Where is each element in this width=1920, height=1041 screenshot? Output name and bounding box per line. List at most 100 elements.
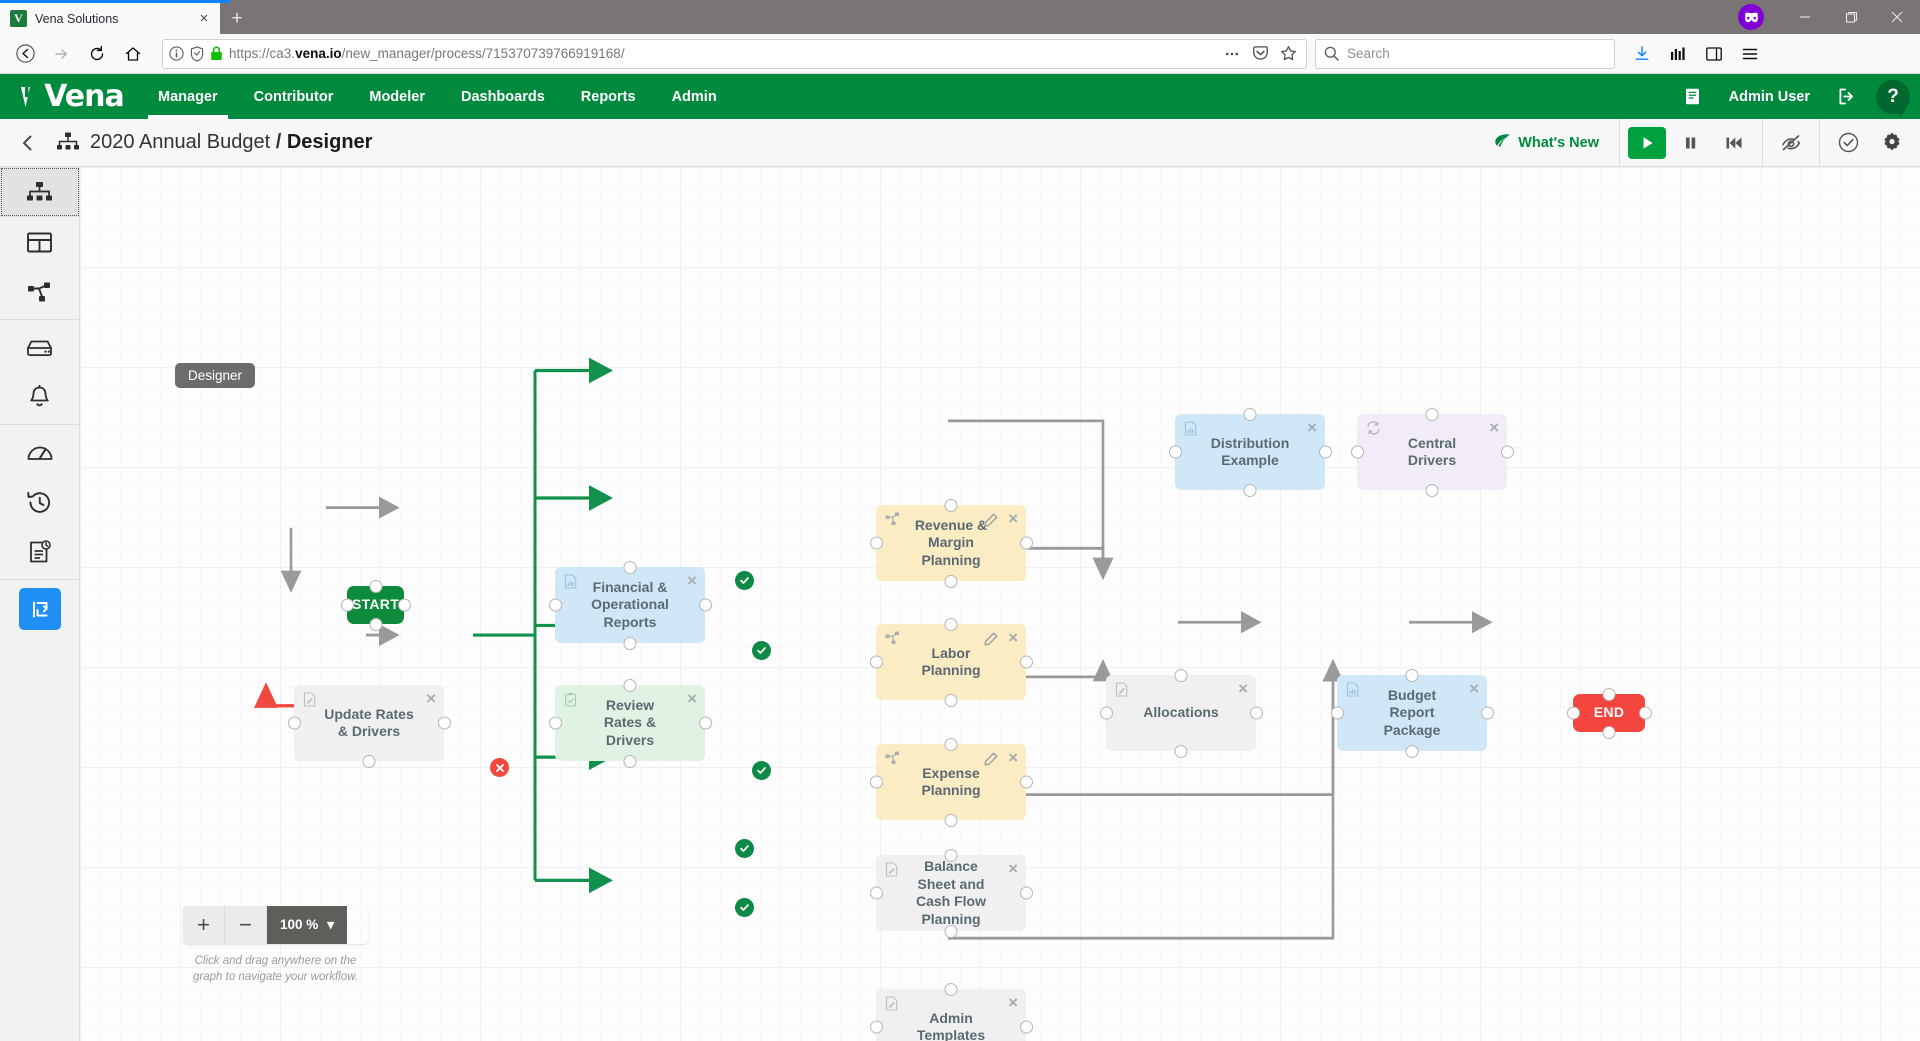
- port-left[interactable]: [869, 775, 883, 789]
- port-left[interactable]: [1099, 706, 1113, 720]
- nav-modeler[interactable]: Modeler: [369, 88, 425, 105]
- node-close-icon[interactable]: ×: [1008, 628, 1018, 647]
- node-close-icon[interactable]: ×: [1469, 679, 1479, 698]
- port-left[interactable]: [340, 598, 354, 612]
- edge-badge-check-labor[interactable]: [752, 641, 771, 660]
- port-bottom[interactable]: [944, 693, 958, 707]
- new-tab-button[interactable]: +: [231, 7, 243, 29]
- reload-icon[interactable]: [80, 38, 114, 70]
- node-edit-icon[interactable]: [984, 752, 998, 771]
- node-close-icon[interactable]: ×: [687, 571, 697, 590]
- back-navigation-button[interactable]: [0, 119, 56, 167]
- eye-off-icon[interactable]: [1771, 123, 1811, 163]
- port-right[interactable]: [1249, 706, 1263, 720]
- port-left[interactable]: [869, 655, 883, 669]
- port-right[interactable]: [1638, 706, 1652, 720]
- port-right[interactable]: [1019, 1020, 1033, 1034]
- port-right[interactable]: [698, 716, 712, 730]
- edge-badge-check-balance[interactable]: [735, 839, 754, 858]
- sidebar-item-audit[interactable]: [0, 527, 80, 577]
- port-bottom[interactable]: [1425, 483, 1439, 497]
- help-button[interactable]: ?: [1876, 79, 1910, 114]
- search-bar[interactable]: Search: [1315, 38, 1615, 69]
- breadcrumb-parent[interactable]: 2020 Annual Budget: [90, 131, 271, 153]
- node-allocations[interactable]: × Allocations: [1099, 668, 1263, 758]
- window-minimize-button[interactable]: [1782, 0, 1828, 34]
- sidebar-item-connections[interactable]: [0, 267, 80, 317]
- port-top[interactable]: [1174, 668, 1188, 682]
- nav-reports[interactable]: Reports: [580, 88, 636, 105]
- whats-new-button[interactable]: What's New: [1474, 119, 1619, 167]
- node-edit-icon[interactable]: [984, 632, 998, 651]
- nav-manager[interactable]: Manager: [140, 74, 236, 119]
- port-bottom[interactable]: [362, 754, 376, 768]
- edge-badge-reject[interactable]: [490, 758, 509, 777]
- node-close-icon[interactable]: ×: [426, 689, 436, 708]
- search-input[interactable]: Search: [1347, 46, 1390, 61]
- node-expense-planning[interactable]: × Expense Planning: [869, 737, 1033, 827]
- sidebar-icon[interactable]: [1697, 38, 1731, 70]
- port-left[interactable]: [1350, 445, 1364, 459]
- port-bottom[interactable]: [944, 574, 958, 588]
- port-top[interactable]: [944, 848, 958, 862]
- node-admin-templates[interactable]: × Admin Templates: [869, 982, 1033, 1041]
- port-left[interactable]: [1168, 445, 1182, 459]
- port-bottom[interactable]: [944, 813, 958, 827]
- sidebar-item-storage[interactable]: [0, 322, 80, 372]
- port-right[interactable]: [1019, 536, 1033, 550]
- port-right[interactable]: [1019, 655, 1033, 669]
- port-top[interactable]: [623, 560, 637, 574]
- node-central-drivers[interactable]: × Central Drivers: [1350, 407, 1514, 497]
- node-start[interactable]: START: [340, 579, 411, 631]
- gear-icon[interactable]: [1872, 123, 1912, 163]
- node-end[interactable]: END: [1566, 687, 1652, 739]
- port-bottom[interactable]: [1405, 744, 1419, 758]
- node-labor-planning[interactable]: × Labor Planning: [869, 617, 1033, 707]
- port-top[interactable]: [1602, 687, 1616, 701]
- home-icon[interactable]: [116, 38, 150, 70]
- node-revenue-margin-planning[interactable]: × Revenue & Margin Planning: [869, 498, 1033, 588]
- nav-dashboards[interactable]: Dashboards: [460, 88, 545, 105]
- port-top[interactable]: [623, 678, 637, 692]
- rewind-button[interactable]: [1714, 123, 1754, 163]
- downloads-icon[interactable]: [1625, 38, 1659, 70]
- node-close-icon[interactable]: ×: [1008, 509, 1018, 528]
- node-review-rates-drivers[interactable]: × Review Rates & Drivers: [548, 678, 712, 768]
- port-bottom[interactable]: [623, 754, 637, 768]
- logout-icon[interactable]: [1824, 74, 1868, 119]
- port-right[interactable]: [437, 716, 451, 730]
- sidebar-item-performance[interactable]: [0, 427, 80, 477]
- port-top[interactable]: [944, 498, 958, 512]
- port-bottom[interactable]: [1243, 483, 1257, 497]
- edge-badge-check-revenue[interactable]: [735, 571, 754, 590]
- node-financial-operational-reports[interactable]: × Financial & Operational Reports: [548, 560, 712, 650]
- sidebar-item-import[interactable]: [18, 588, 61, 630]
- port-right[interactable]: [397, 598, 411, 612]
- port-top[interactable]: [1405, 668, 1419, 682]
- port-top[interactable]: [944, 617, 958, 631]
- sidebar-item-alerts[interactable]: [0, 372, 80, 422]
- library-icon[interactable]: [1661, 38, 1695, 70]
- port-right[interactable]: [1480, 706, 1494, 720]
- workflow-canvas[interactable]: Designer: [80, 167, 1920, 1041]
- hamburger-menu-icon[interactable]: [1733, 38, 1767, 70]
- port-bottom[interactable]: [1602, 725, 1616, 739]
- port-bottom[interactable]: [944, 924, 958, 938]
- node-edit-icon[interactable]: [984, 513, 998, 532]
- back-icon[interactable]: [8, 38, 42, 70]
- node-close-icon[interactable]: ×: [1008, 993, 1018, 1012]
- port-left[interactable]: [869, 1020, 883, 1034]
- pocket-icon[interactable]: [1248, 42, 1272, 66]
- pause-button[interactable]: [1670, 123, 1710, 163]
- port-right[interactable]: [1019, 775, 1033, 789]
- window-maximize-button[interactable]: [1828, 0, 1874, 34]
- node-budget-report-package[interactable]: × Budget Report Package: [1330, 668, 1494, 758]
- port-top[interactable]: [1425, 407, 1439, 421]
- page-actions-icon[interactable]: [1220, 42, 1244, 66]
- port-right[interactable]: [1019, 886, 1033, 900]
- port-left[interactable]: [1566, 706, 1580, 720]
- sidebar-item-history[interactable]: [0, 477, 80, 527]
- edge-badge-check-admintpl[interactable]: [735, 898, 754, 917]
- address-bar[interactable]: https://ca3.vena.io/new_manager/process/…: [162, 38, 1307, 69]
- node-balance-sheet-cash-flow-planning[interactable]: × Balance Sheet and Cash Flow Planning: [869, 848, 1033, 938]
